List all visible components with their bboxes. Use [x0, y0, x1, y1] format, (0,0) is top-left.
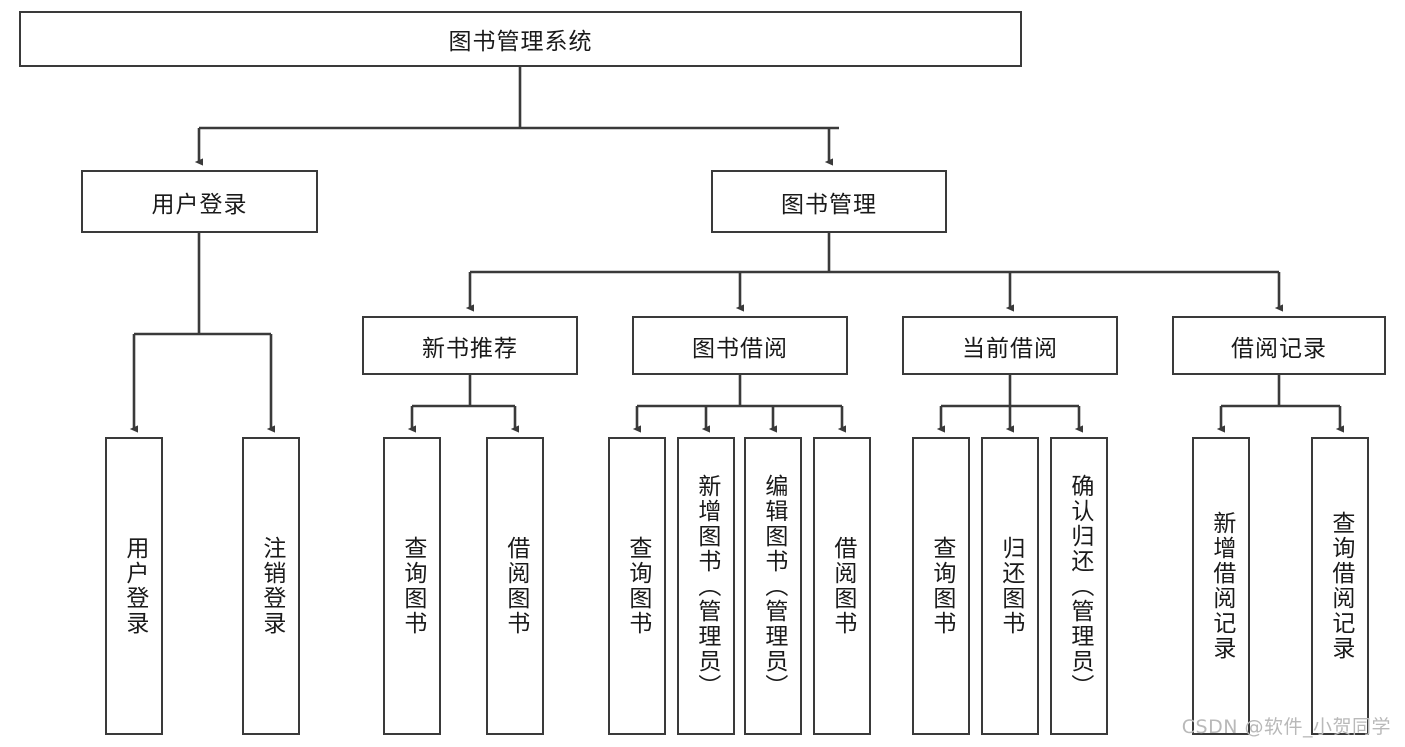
node-user-login[interactable]: 用户登录 [81, 170, 318, 233]
node-leaf-query-record[interactable]: 查询借阅记录 [1311, 437, 1369, 735]
node-current-borrow[interactable]: 当前借阅 [902, 316, 1118, 375]
node-label: 借阅记录 [1231, 335, 1327, 362]
node-leaf-confirm-return[interactable]: 确认归还（管理员） [1050, 437, 1108, 735]
node-leaf-add-record[interactable]: 新增借阅记录 [1192, 437, 1250, 735]
node-label: 用户登录 [151, 191, 248, 218]
node-leaf-logout-login[interactable]: 注销登录 [242, 437, 300, 735]
node-leaf-user-login[interactable]: 用户登录 [105, 437, 163, 735]
node-label: 当前借阅 [962, 335, 1058, 362]
node-book-management[interactable]: 图书管理 [711, 170, 947, 233]
node-leaf-query-book-3[interactable]: 查询图书 [912, 437, 970, 735]
csdn-watermark: CSDN @软件_小贺同学 [1181, 716, 1391, 738]
node-new-book-recommend[interactable]: 新书推荐 [362, 316, 578, 375]
node-leaf-borrow-book-2[interactable]: 借阅图书 [813, 437, 871, 735]
node-leaf-edit-book[interactable]: 编辑图书（管理员） [744, 437, 802, 735]
node-leaf-query-book-2[interactable]: 查询图书 [608, 437, 666, 735]
node-label: 查询图书 [399, 536, 426, 636]
node-leaf-return-book[interactable]: 归还图书 [981, 437, 1039, 735]
node-label: 查询图书 [624, 536, 651, 636]
node-leaf-add-book[interactable]: 新增图书（管理员） [677, 437, 735, 735]
node-label: 查询借阅记录 [1327, 511, 1354, 661]
node-leaf-borrow-book-1[interactable]: 借阅图书 [486, 437, 544, 735]
node-book-borrow[interactable]: 图书借阅 [632, 316, 848, 375]
node-label: 借阅图书 [829, 536, 856, 636]
node-label: 借阅图书 [502, 536, 529, 636]
node-label: 新书推荐 [422, 335, 518, 362]
node-borrow-record[interactable]: 借阅记录 [1172, 316, 1386, 375]
node-book-management-system[interactable]: 图书管理系统 [19, 11, 1022, 67]
node-label: 编辑图书（管理员） [760, 473, 787, 699]
node-label: 新增借阅记录 [1208, 511, 1235, 661]
node-label: 注销登录 [258, 536, 285, 636]
node-leaf-query-book-1[interactable]: 查询图书 [383, 437, 441, 735]
node-label: 图书管理 [781, 191, 877, 218]
node-label: 图书管理系统 [448, 29, 593, 55]
node-label: 归还图书 [997, 536, 1024, 636]
node-label: 图书借阅 [692, 335, 788, 362]
node-label: 新增图书（管理员） [693, 473, 720, 699]
node-label: 确认归还（管理员） [1066, 473, 1093, 699]
node-label: 用户登录 [121, 536, 148, 636]
node-label: 查询图书 [928, 536, 955, 636]
